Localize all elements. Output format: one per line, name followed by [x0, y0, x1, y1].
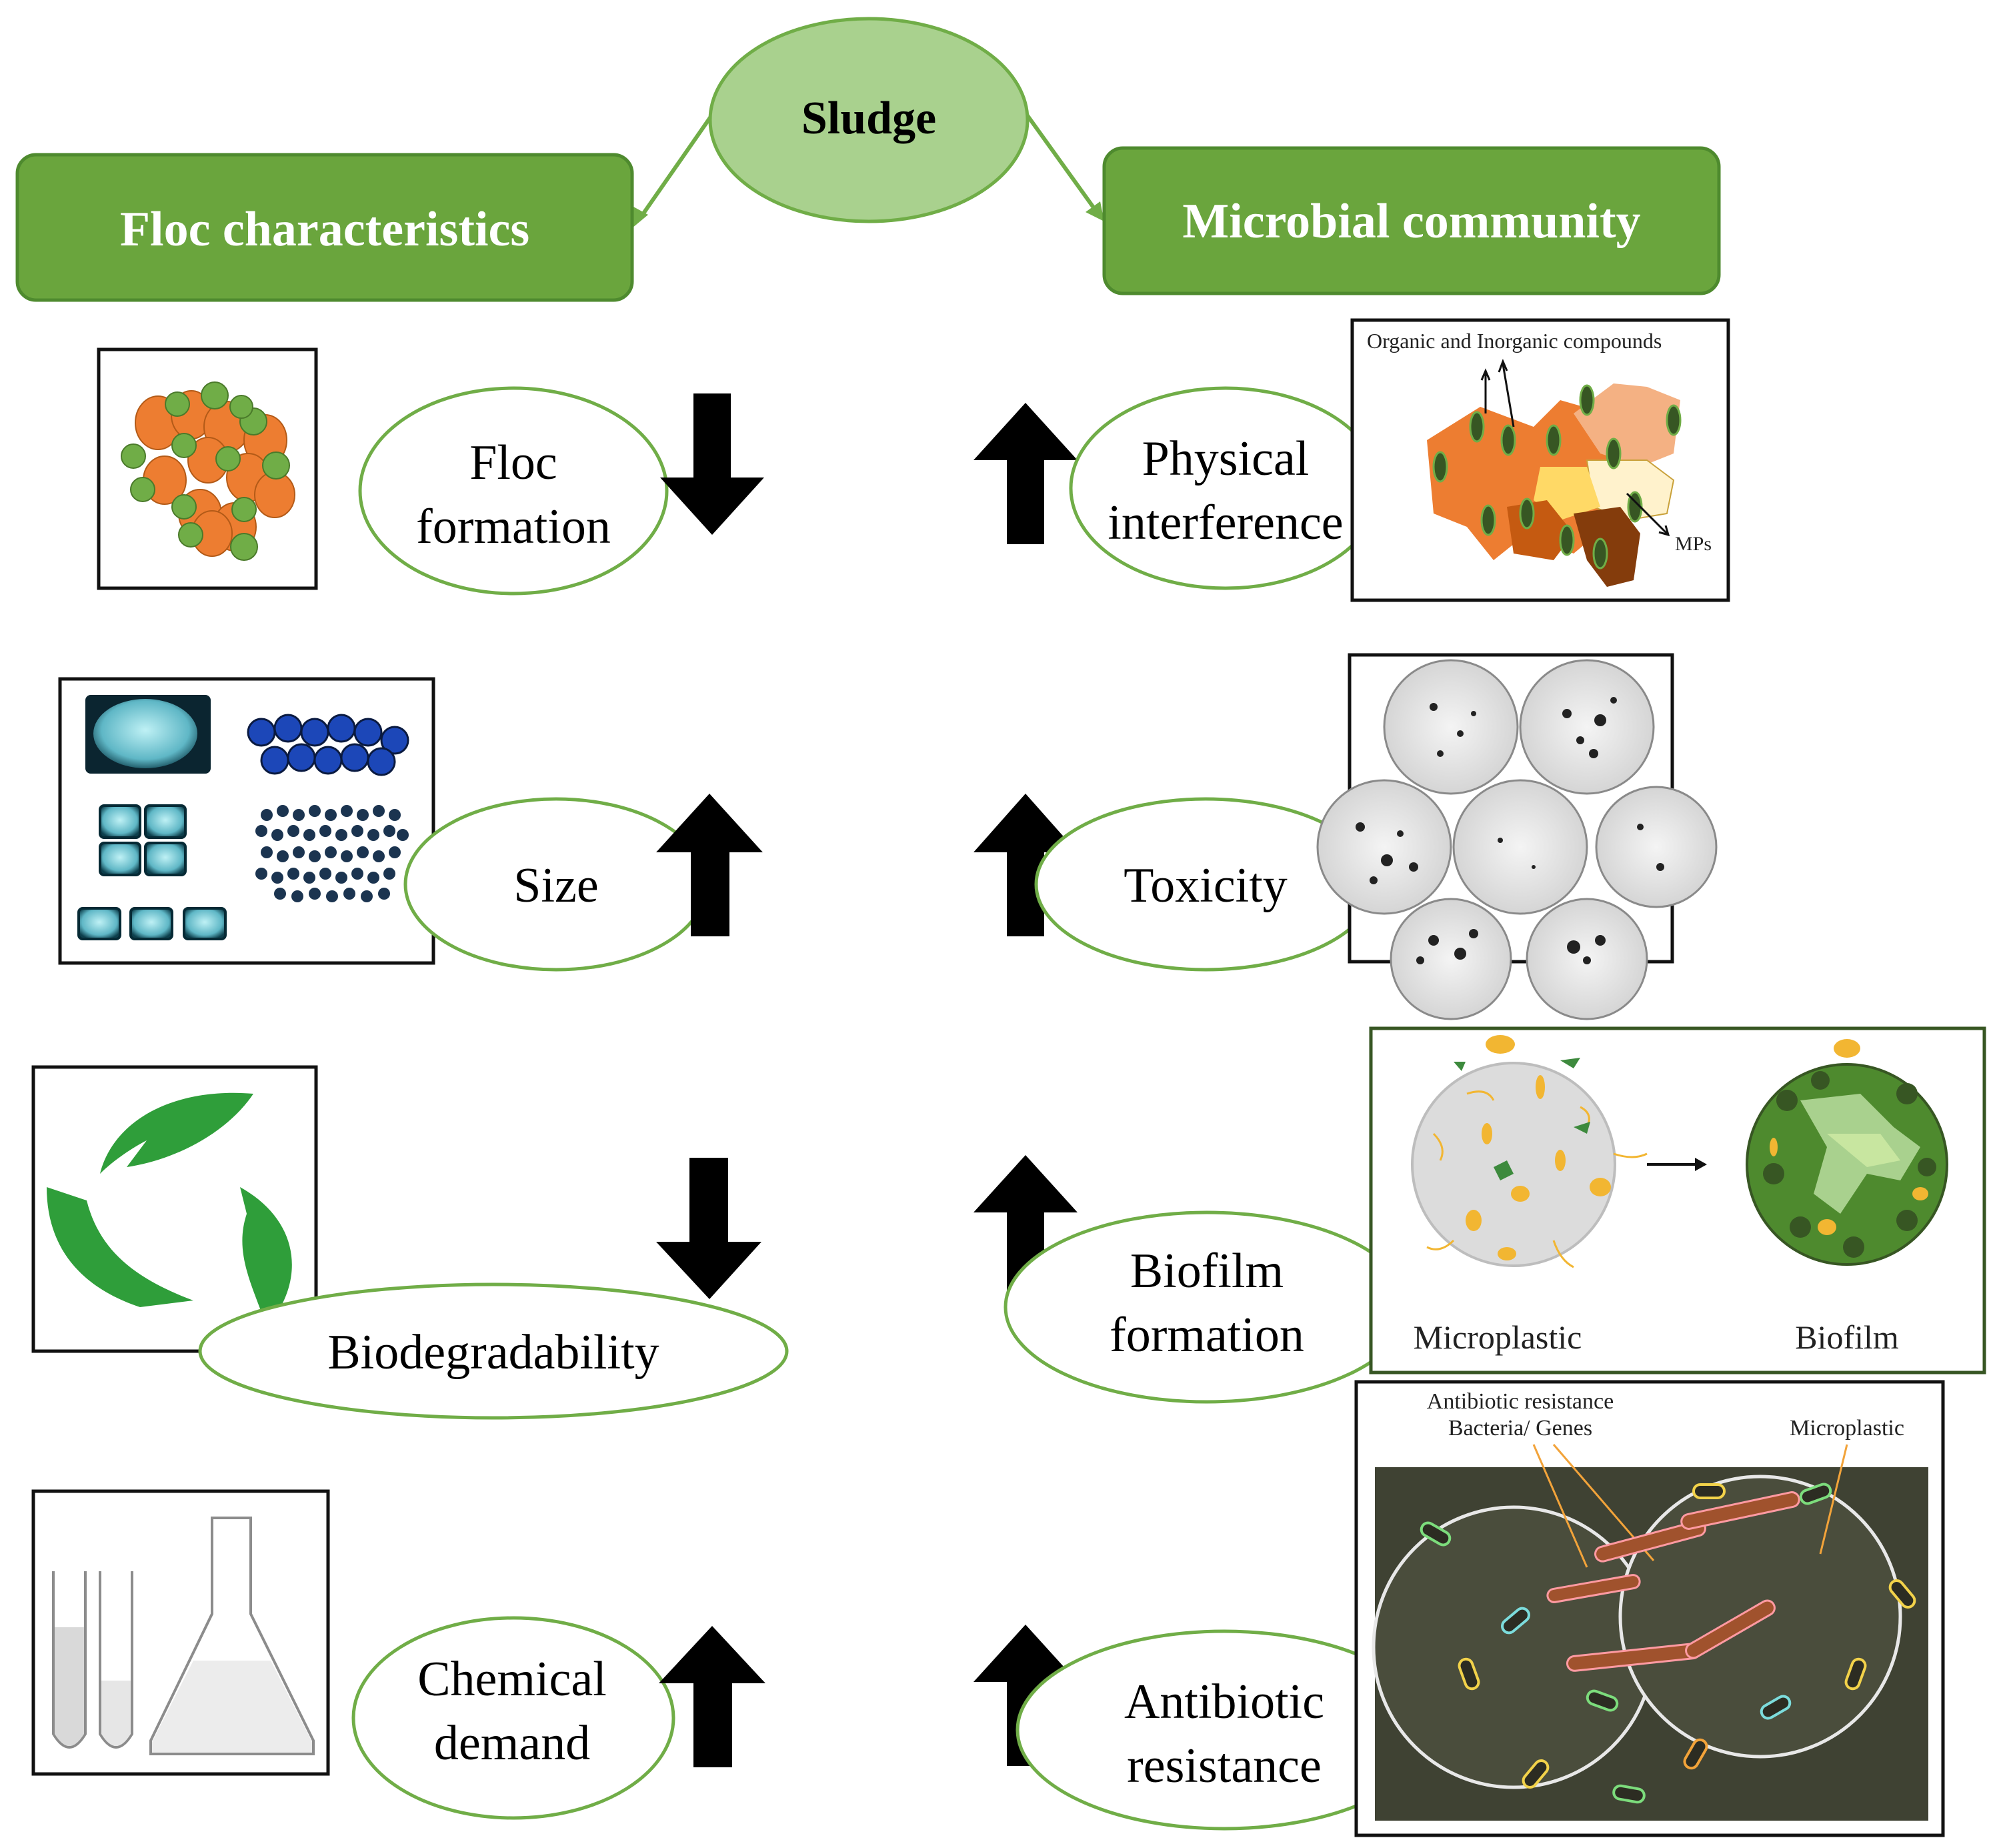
connector-root-left: [632, 113, 714, 228]
flask-icon: [149, 1517, 315, 1755]
physical-interference-label-1: Physical: [1142, 431, 1310, 486]
arb-caption-line1: Antibiotic resistance: [1427, 1389, 1614, 1414]
chemical-demand-label-1: Chemical: [417, 1652, 607, 1707]
biofilm-formation-label-2: formation: [1110, 1308, 1304, 1362]
organic-inorganic-caption: Organic and Inorganic compounds: [1367, 329, 1662, 353]
header-floc-label: Floc characteristics: [120, 202, 529, 257]
antibiotic-resistance-image: Antibiotic resistance Bacteria/ Genes Mi…: [1354, 1380, 1945, 1837]
biofilm-image: Microplastic Biofilm: [1369, 1026, 1986, 1374]
test-tube-1-icon: [52, 1571, 87, 1749]
physical-interference-up-arrow-icon: [973, 403, 1078, 544]
biofilm-formation-label-1: Biofilm: [1130, 1244, 1284, 1298]
antibiotic-resistance-label-1: Antibiotic: [1124, 1675, 1324, 1729]
arb-microplastic-caption: Microplastic: [1790, 1416, 1904, 1441]
connector-root-right: [1025, 113, 1104, 221]
physical-interference-label-2: interference: [1108, 496, 1343, 550]
size-up-arrow-icon: [656, 794, 763, 936]
biofilm-microplastic-caption: Microplastic: [1414, 1318, 1582, 1356]
toxicity-dishes-image: [1316, 653, 1718, 1020]
floc-formation-ellipse: [358, 386, 669, 596]
header-floc-characteristics: [15, 153, 634, 302]
chemical-demand-up-arrow-icon: [659, 1626, 765, 1767]
physical-interference-node: [1069, 386, 1382, 590]
root-node: [708, 17, 1030, 223]
antibiotic-up-arrow-icon: [973, 1625, 1078, 1766]
leaf-left-icon: [47, 1187, 193, 1307]
recycle-leaves-image: [31, 1065, 318, 1353]
leaf-right-icon: [240, 1187, 292, 1327]
chemical-demand-label-2: demand: [434, 1716, 590, 1771]
antibiotic-resistance-label-2: resistance: [1127, 1739, 1322, 1793]
test-tube-2-icon: [99, 1571, 133, 1749]
arb-caption-line2: Bacteria/ Genes: [1448, 1416, 1592, 1441]
biodegradability-down-arrow-icon: [656, 1158, 761, 1299]
toxicity-label: Toxicity: [1124, 858, 1288, 913]
size-label: Size: [513, 858, 598, 913]
biofilm-up-arrow-icon: [973, 1155, 1078, 1296]
size-shapes-image: [58, 677, 435, 965]
toxicity-up-arrow-icon: [973, 794, 1078, 936]
floc-formation-down-arrow-icon: [660, 393, 764, 535]
root-label: Sludge: [801, 93, 936, 144]
mps-tag: MPs: [1675, 533, 1712, 555]
header-microbial-label: Microbial community: [1182, 194, 1640, 249]
biodegradability-label: Biodegradability: [327, 1325, 659, 1380]
chemical-demand-node: [351, 1616, 675, 1820]
biofilm-formation-node: [1004, 1210, 1410, 1404]
physical-interference-image: Organic and Inorganic compounds: [1350, 318, 1730, 602]
leaf-top-icon: [100, 1092, 253, 1174]
biodegradability-node: [198, 1282, 789, 1420]
header-microbial-community: [1102, 146, 1721, 295]
floc-cluster-image: [97, 347, 318, 590]
floc-formation-label-1: Floc: [469, 435, 557, 490]
biofilm-biofilm-caption: Biofilm: [1795, 1318, 1899, 1356]
floc-formation-label-2: formation: [416, 500, 611, 554]
lab-glassware-image: [31, 1489, 330, 1776]
